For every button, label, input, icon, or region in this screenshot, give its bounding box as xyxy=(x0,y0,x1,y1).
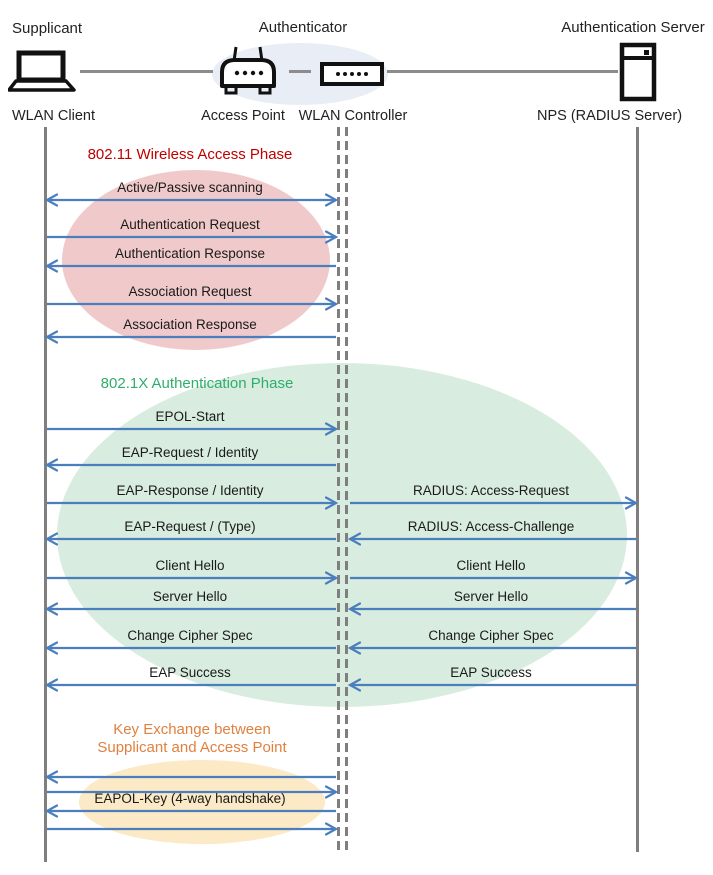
message-arrow xyxy=(44,458,336,472)
connector-line xyxy=(387,70,618,73)
message-arrow xyxy=(347,602,636,616)
device-wlan-client: WLAN Client xyxy=(12,108,95,124)
message-arrow xyxy=(47,822,339,836)
message-arrow xyxy=(47,496,339,510)
lifeline-authenticator-dashed xyxy=(345,127,348,852)
laptop-icon xyxy=(8,50,76,92)
server-icon xyxy=(619,42,657,102)
message-arrow xyxy=(47,297,339,311)
message-arrow xyxy=(350,496,639,510)
wlan-controller-icon xyxy=(320,62,384,86)
message-arrow xyxy=(347,641,636,655)
device-nps-radius-server: NPS (RADIUS Server) xyxy=(537,108,683,124)
message-arrow xyxy=(44,678,336,692)
message-arrow xyxy=(44,532,336,546)
message-arrow xyxy=(47,230,339,244)
lifeline-authenticator-dashed xyxy=(337,127,340,852)
role-authentication-server: Authentication Server xyxy=(561,19,705,36)
message-arrow xyxy=(47,571,339,585)
message-arrow xyxy=(44,259,336,273)
connector-line xyxy=(289,70,311,73)
phase-ellipse xyxy=(57,363,627,707)
message-arrow xyxy=(44,330,336,344)
device-wlan-controller: WLAN Controller xyxy=(298,108,408,124)
message-arrow xyxy=(350,571,639,585)
message-arrow xyxy=(47,422,339,436)
message-arrow xyxy=(44,193,339,207)
message-arrow xyxy=(47,785,339,799)
message-arrow xyxy=(44,602,336,616)
lifeline-wlan-client xyxy=(44,127,47,862)
message-arrow xyxy=(44,804,336,818)
lifeline-radius-server xyxy=(636,127,639,852)
device-access-point: Access Point xyxy=(201,108,285,124)
role-authenticator: Authenticator xyxy=(258,19,348,36)
message-arrow xyxy=(347,532,636,546)
access-point-icon xyxy=(220,46,276,95)
role-supplicant: Supplicant xyxy=(12,20,83,37)
message-arrow xyxy=(347,678,636,692)
message-arrow xyxy=(44,641,336,655)
connector-line xyxy=(80,70,213,73)
message-arrow xyxy=(44,770,336,784)
